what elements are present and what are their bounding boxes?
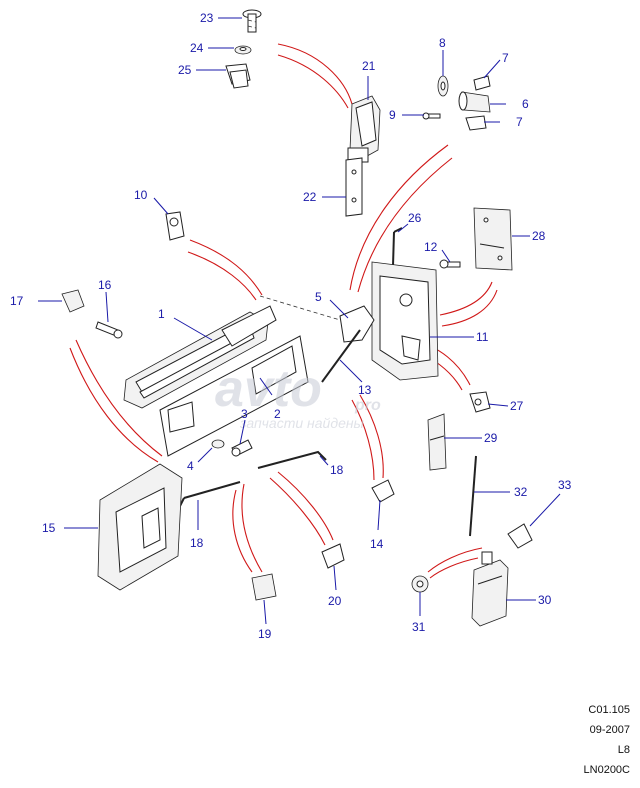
part-3-bolt: [231, 439, 253, 457]
footer-code: C01.105: [588, 704, 630, 716]
part-15-inner-handle: [97, 463, 183, 591]
callout-9: 9: [389, 108, 396, 122]
part-13-link-rod: [321, 329, 361, 383]
part-17-clip: [61, 289, 85, 313]
part-29-bracket: [427, 413, 447, 471]
watermark: avto pro запчасти найдены: [215, 360, 381, 431]
part-6-barrel: [458, 91, 491, 113]
part-30-actuator: [471, 551, 509, 627]
part-21-lock-cylinder-housing: [347, 95, 381, 163]
part-18-rod-lower: [179, 481, 241, 507]
callout-1: 1: [158, 307, 165, 321]
footer-date: 09-2007: [589, 724, 630, 736]
callout-18-lower: 18: [190, 536, 204, 550]
callout-8: 8: [439, 36, 446, 50]
callout-27: 27: [510, 399, 524, 413]
footer-model: L8: [617, 744, 630, 756]
callout-4: 4: [187, 459, 194, 473]
part-18-rod-upper: [257, 450, 327, 469]
callout-6: 6: [522, 97, 529, 111]
footer-ref: LN0200C: [583, 764, 630, 776]
watermark-tagline: запчасти найдены: [239, 415, 365, 431]
part-1-outer-handle: [123, 305, 277, 409]
watermark-brand-suffix: pro: [354, 397, 381, 414]
part-12-screw: [439, 259, 461, 269]
part-33-clip: [507, 523, 533, 549]
part-5-lever: [339, 305, 375, 343]
callout-33: 33: [558, 478, 572, 492]
callout-18-upper: 18: [330, 463, 344, 477]
callout-17: 17: [10, 294, 24, 308]
watermark-brand: avto: [215, 360, 322, 418]
callout-16: 16: [98, 278, 112, 292]
callout-13: 13: [358, 383, 372, 397]
callout-11: 11: [476, 330, 489, 344]
part-28-striker-plate: [473, 207, 513, 271]
part-9-bolt: [422, 112, 441, 120]
part-25-clip-nut: [225, 63, 251, 89]
part-19-clip: [251, 573, 277, 601]
leaders: [38, 17, 561, 625]
callout-7-top: 7: [502, 51, 509, 65]
callout-19: 19: [258, 627, 272, 641]
callout-21: 21: [362, 59, 376, 73]
callout-31: 31: [412, 620, 426, 634]
callout-24: 24: [190, 41, 204, 55]
part-27-clip: [469, 391, 491, 413]
part-24-washer: [234, 45, 252, 55]
callout-7-bottom: 7: [516, 115, 523, 129]
part-32-rod: [469, 455, 477, 537]
callout-32: 32: [514, 485, 528, 499]
part-4-washer: [211, 439, 225, 449]
callout-20: 20: [328, 594, 342, 608]
part-16-screw: [95, 321, 123, 339]
part-7-clip-bottom: [465, 115, 487, 131]
part-23-screw: [242, 9, 262, 33]
callout-12: 12: [424, 240, 438, 254]
callouts: 1 2 3 4 5 6 7 7 8 9 10 11 12 13 14 15 16…: [10, 11, 572, 641]
part-11-latch-assembly: [371, 261, 439, 381]
callout-10: 10: [134, 188, 148, 202]
callout-22: 22: [303, 190, 317, 204]
callout-25: 25: [178, 63, 192, 77]
callout-28: 28: [532, 229, 546, 243]
callout-30: 30: [538, 593, 552, 607]
part-31-grommet: [411, 575, 429, 593]
callout-2: 2: [274, 407, 281, 421]
callout-26: 26: [408, 211, 422, 225]
callout-5: 5: [315, 290, 322, 304]
diagram-footer: C01.105 09-2007 L8 LN0200C: [584, 700, 630, 780]
part-14-clip: [371, 479, 395, 503]
part-22-bracket: [345, 157, 363, 217]
callout-15: 15: [42, 521, 56, 535]
callout-14: 14: [370, 537, 384, 551]
callout-3: 3: [241, 407, 248, 421]
callout-29: 29: [484, 431, 498, 445]
part-7-clip-top: [473, 75, 491, 91]
part-10-clip: [165, 211, 185, 241]
part-20-clip: [321, 543, 345, 569]
part-8-washer: [437, 75, 449, 97]
callout-23: 23: [200, 11, 214, 25]
